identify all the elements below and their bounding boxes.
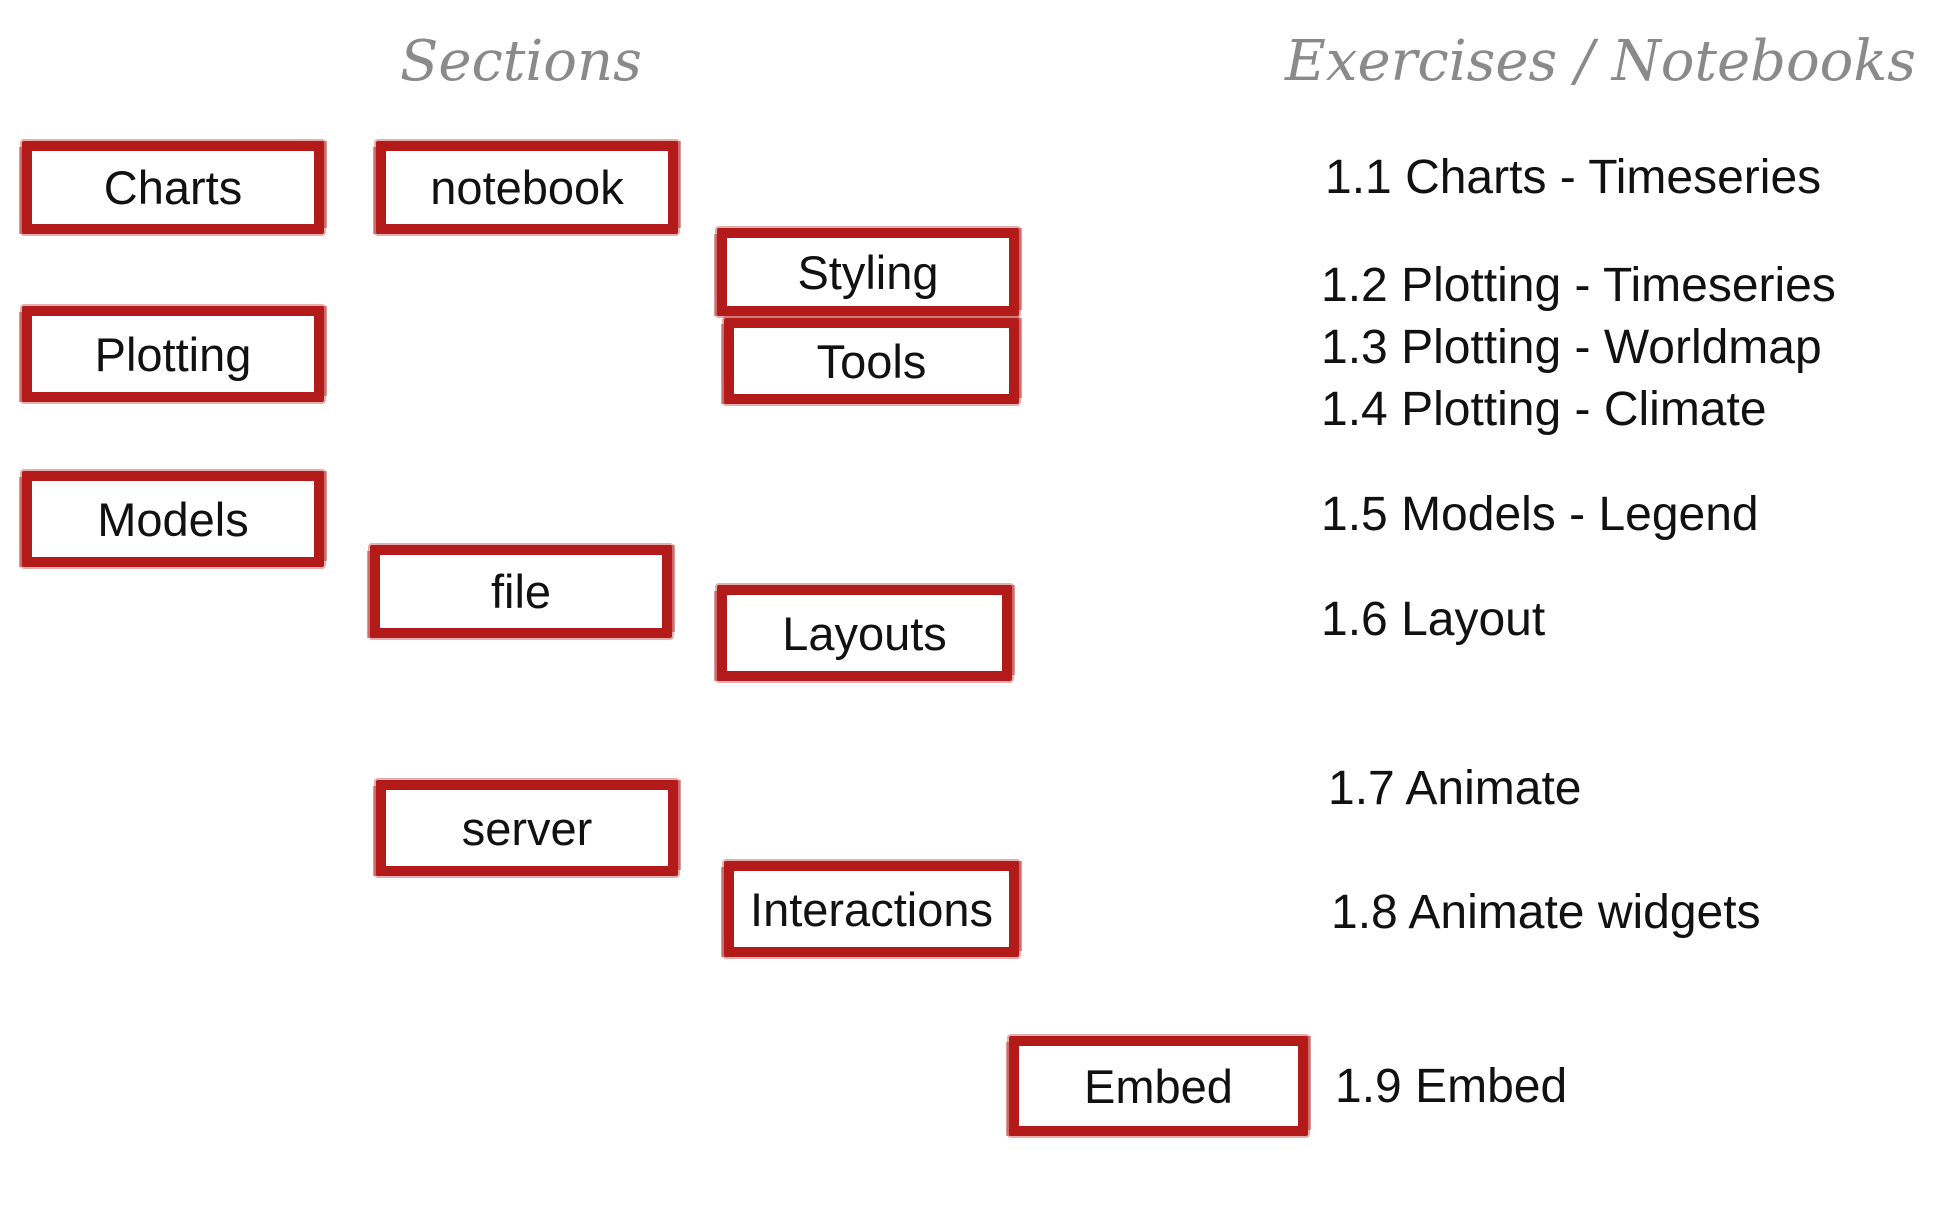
box-layouts: Layouts xyxy=(717,585,1012,681)
box-file: file xyxy=(370,545,672,638)
box-label: Layouts xyxy=(782,606,947,660)
box-label: Interactions xyxy=(750,882,993,936)
box-label: Charts xyxy=(103,161,243,214)
box-server: server xyxy=(376,780,678,876)
box-label: Plotting xyxy=(94,327,252,381)
exercise-item: 1.5 Models - Legend xyxy=(1321,488,1759,541)
box-label: Tools xyxy=(816,334,927,388)
sections-heading: Sections xyxy=(400,29,642,94)
box-label: file xyxy=(490,565,552,618)
box-tools: Tools xyxy=(724,318,1019,404)
box-plotting: Plotting xyxy=(22,306,324,402)
exercises-heading: Exercises / Notebooks xyxy=(1285,29,1917,94)
exercise-item: 1.4 Plotting - Climate xyxy=(1321,383,1767,436)
exercise-item: 1.9 Embed xyxy=(1335,1060,1568,1113)
box-label: Embed xyxy=(1084,1059,1233,1113)
exercise-item: 1.8 Animate widgets xyxy=(1331,886,1761,939)
box-styling: Styling xyxy=(717,228,1019,316)
exercise-item: 1.3 Plotting - Worldmap xyxy=(1321,321,1822,374)
box-label: notebook xyxy=(430,161,624,214)
box-interactions: Interactions xyxy=(724,861,1019,957)
box-embed: Embed xyxy=(1009,1036,1308,1136)
box-notebook: notebook xyxy=(376,141,678,234)
exercise-item: 1.1 Charts - Timeseries xyxy=(1325,151,1822,204)
box-charts: Charts xyxy=(22,141,324,234)
exercise-item: 1.7 Animate xyxy=(1328,762,1582,815)
exercise-item: 1.2 Plotting - Timeseries xyxy=(1321,259,1836,312)
box-label: server xyxy=(461,801,593,855)
box-label: Styling xyxy=(797,245,939,299)
box-models: Models xyxy=(22,471,324,567)
exercise-item: 1.6 Layout xyxy=(1321,593,1546,646)
box-label: Models xyxy=(97,492,249,546)
